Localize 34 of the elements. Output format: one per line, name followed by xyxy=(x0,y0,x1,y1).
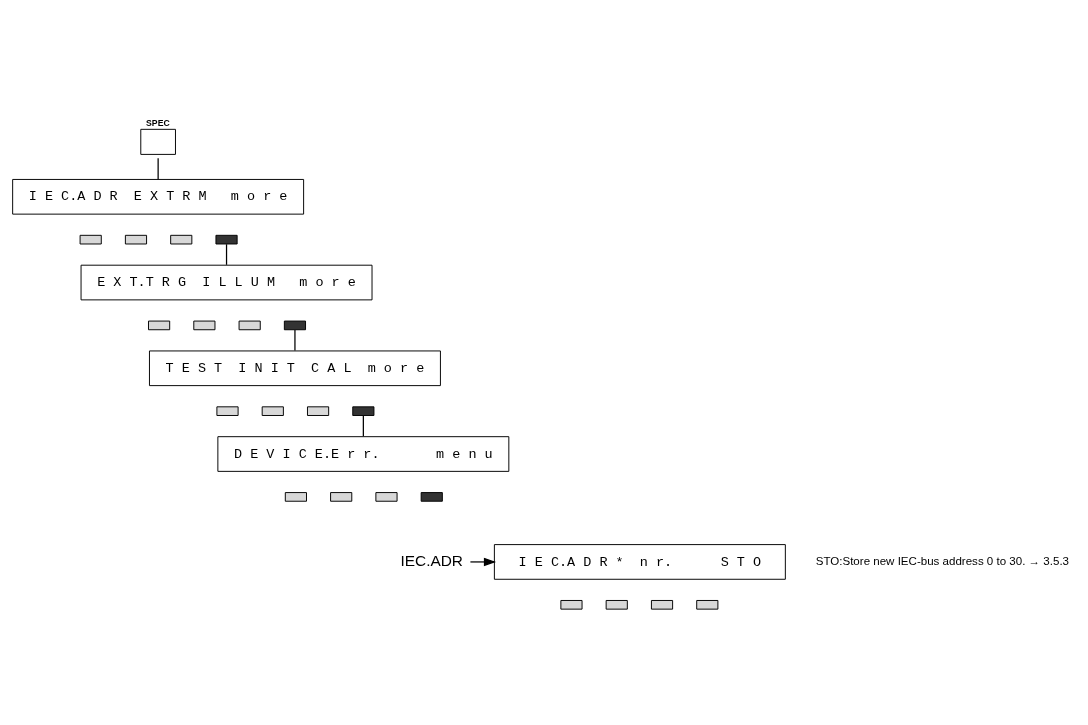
connector xyxy=(294,329,296,352)
arrow xyxy=(469,557,497,567)
node-box xyxy=(284,492,307,502)
node-box xyxy=(560,600,583,610)
node-box xyxy=(193,320,216,331)
node-box xyxy=(140,128,176,155)
node-label: SPEC xyxy=(146,117,170,128)
node-box: I E C.A D R E X T R M m o r e xyxy=(12,178,305,215)
node-box xyxy=(420,492,443,502)
node-box xyxy=(696,600,719,610)
label: STO:Store new IEC-bus address 0 to 30. → 3.5.3 xyxy=(815,554,1070,567)
node-box: I E C.A D R * n r. S T O xyxy=(493,544,786,580)
node-box xyxy=(170,234,193,245)
connector xyxy=(157,157,159,180)
node-text: IEC.ADR xyxy=(400,551,464,569)
node-box xyxy=(375,492,398,502)
node-box: D E V I C E.E r r. m e n u xyxy=(217,436,510,472)
node-box xyxy=(307,406,330,416)
node-box xyxy=(283,320,307,331)
node-box xyxy=(352,406,375,416)
connector xyxy=(362,415,364,437)
node-box xyxy=(650,600,674,610)
node-box xyxy=(238,320,261,331)
node-box xyxy=(605,600,628,610)
node-box: T E S T I N I T C A L m o r e xyxy=(149,350,441,387)
node-box xyxy=(215,234,238,245)
node-box xyxy=(330,492,353,502)
connector xyxy=(225,243,228,266)
node-box xyxy=(216,406,239,416)
node-box xyxy=(124,234,148,245)
node-box xyxy=(79,234,102,245)
node-box xyxy=(148,320,171,331)
node-box: E X T.T R G I L L U M m o r e xyxy=(80,264,373,301)
node-box xyxy=(261,406,284,416)
